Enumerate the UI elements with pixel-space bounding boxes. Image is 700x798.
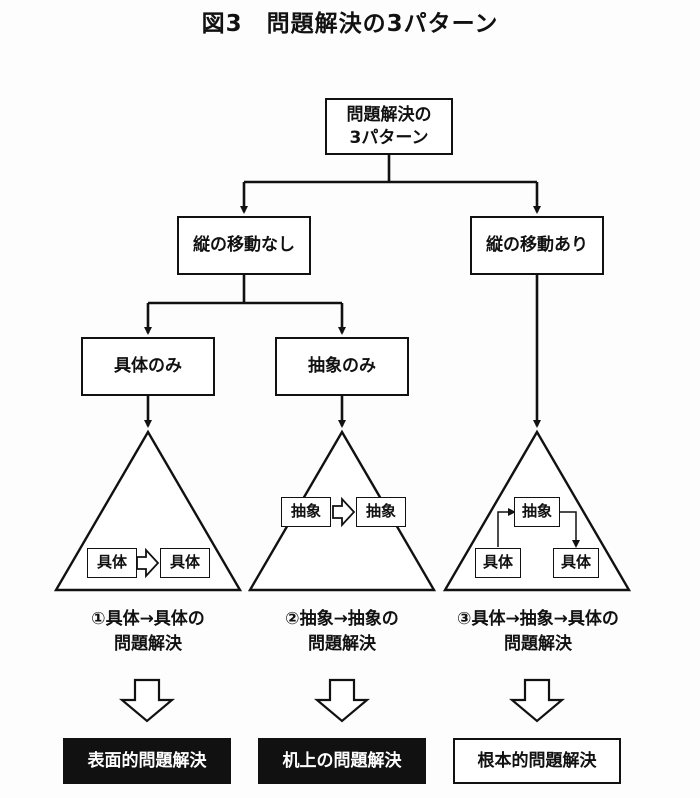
caption-3: ③具体→抽象→具体の 問題解決	[432, 607, 644, 656]
caption-3-line-1: ③具体→抽象→具体の	[457, 609, 619, 629]
result-armchair: 机上の問題解決	[258, 738, 426, 784]
root-line-2: 3パターン	[349, 127, 429, 148]
caption-3-line-2: 問題解決	[504, 633, 572, 654]
root-node: 問題解決の 3パターン	[325, 98, 453, 155]
node-vertical-move: 縦の移動あり	[470, 216, 604, 275]
node-abstract-only: 抽象のみ	[275, 337, 409, 396]
tri3-bottom-left-box: 具体	[475, 548, 521, 578]
caption-1: ①具体→具体の 問題解決	[48, 607, 248, 656]
result-superficial: 表面的問題解決	[63, 738, 231, 784]
figure-title: 図3 問題解決の3パターン	[201, 11, 499, 37]
caption-2: ②抽象→抽象の 問題解決	[242, 607, 442, 656]
down-arrow-icon	[118, 678, 176, 723]
tri2-from-box: 抽象	[281, 497, 331, 527]
caption-1-line-1: ①具体→具体の	[91, 609, 205, 629]
result-fundamental: 根本的問題解決	[453, 738, 621, 784]
caption-1-line-2: 問題解決	[114, 633, 182, 654]
down-arrow-icon	[313, 678, 371, 723]
tri1-from-box: 具体	[87, 548, 137, 578]
hollow-arrow-icon	[136, 547, 160, 579]
node-no-vertical-move: 縦の移動なし	[177, 216, 311, 275]
tri3-top-box: 抽象	[514, 497, 560, 527]
hollow-arrow-icon	[332, 496, 356, 528]
caption-2-line-2: 問題解決	[308, 633, 376, 654]
tri1-to-box: 具体	[160, 548, 210, 578]
node-concrete-only: 具体のみ	[81, 337, 215, 396]
caption-2-line-1: ②抽象→抽象の	[285, 609, 399, 629]
tri3-bottom-right-box: 具体	[553, 548, 599, 578]
root-line-1: 問題解決の	[346, 105, 432, 126]
down-arrow-icon	[508, 678, 566, 723]
tri2-to-box: 抽象	[356, 497, 406, 527]
